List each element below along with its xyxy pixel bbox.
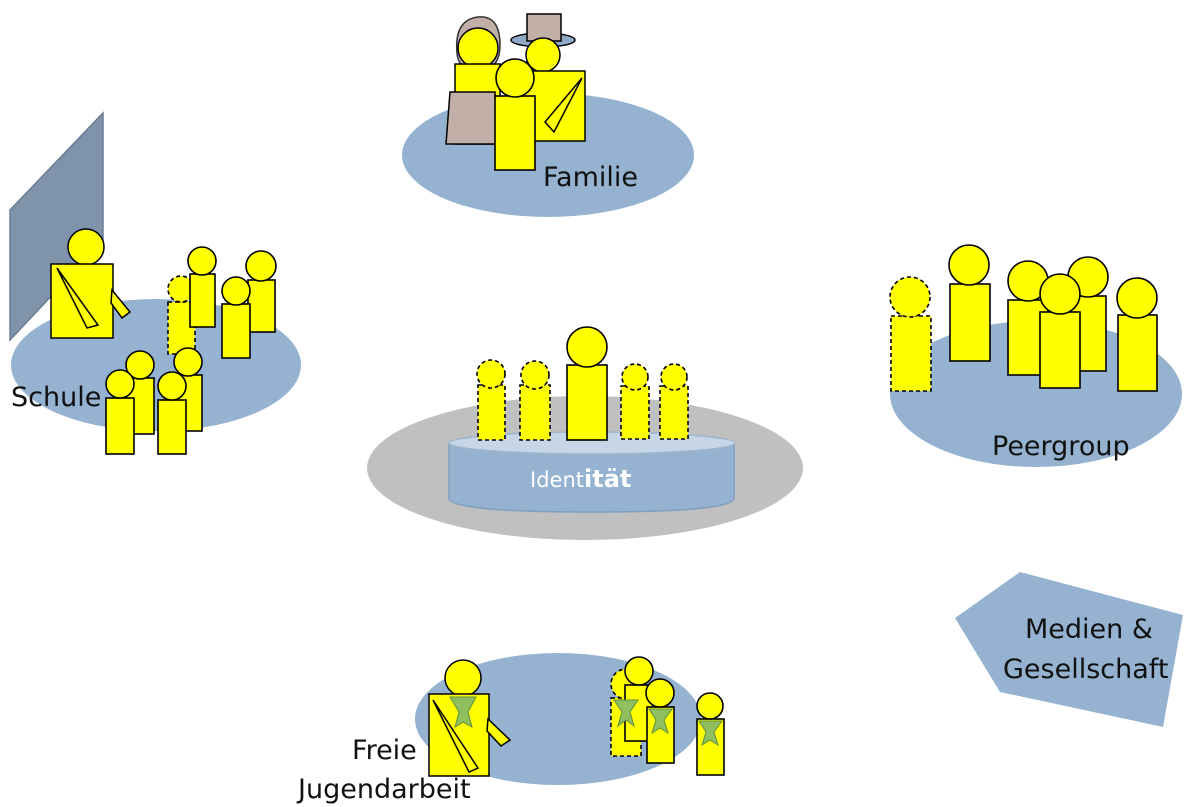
medien-label-line1: Medien & <box>1025 614 1153 645</box>
scarf-icon <box>648 708 673 735</box>
scarf-icon <box>698 720 723 747</box>
group-jugendarbeit: Freie Jugendarbeit <box>296 653 725 805</box>
schule-label: Schule <box>11 382 101 413</box>
scarf-icon <box>613 699 639 728</box>
peergroup-member-dashed <box>889 276 932 392</box>
schule-pupil <box>187 246 217 328</box>
group-identitaet: Identität <box>367 326 803 540</box>
jugendarbeit-label-line2: Jugendarbeit <box>296 774 471 805</box>
peergroup-member <box>1039 273 1081 389</box>
identity-label-suffix: ität <box>584 465 631 493</box>
familie-label: Familie <box>543 162 638 193</box>
familie-child <box>494 58 536 171</box>
identity-figure-dashed <box>620 363 650 440</box>
identity-figure-main <box>566 326 608 441</box>
peergroup-label: Peergroup <box>992 431 1130 462</box>
identity-figure-dashed <box>659 363 689 440</box>
identity-figure-dashed <box>476 359 506 441</box>
peergroup-member <box>1116 277 1158 392</box>
group-peergroup: Peergroup <box>889 244 1182 467</box>
identity-cylinder <box>448 442 735 513</box>
familie-mother <box>445 16 501 145</box>
schule-pupil <box>105 369 135 455</box>
medien-arrow-shape <box>955 572 1183 727</box>
schule-pupil <box>245 250 277 333</box>
identity-figure-dashed <box>519 360 551 441</box>
jugendarbeit-label-line1: Freie <box>352 735 417 766</box>
identity-label: Identität <box>530 465 631 493</box>
schule-teacher <box>50 228 132 339</box>
peergroup-member <box>948 244 991 362</box>
schule-pupil <box>157 371 187 455</box>
group-schule: Schule <box>9 111 301 455</box>
group-medien: Medien & Gesellschaft <box>955 572 1183 727</box>
group-familie: Familie <box>402 13 694 217</box>
jugendarbeit-leader <box>428 659 512 777</box>
schule-pupil <box>221 276 251 359</box>
medien-label-line2: Gesellschaft <box>1003 654 1168 685</box>
identity-label-prefix: Ident <box>530 468 584 492</box>
